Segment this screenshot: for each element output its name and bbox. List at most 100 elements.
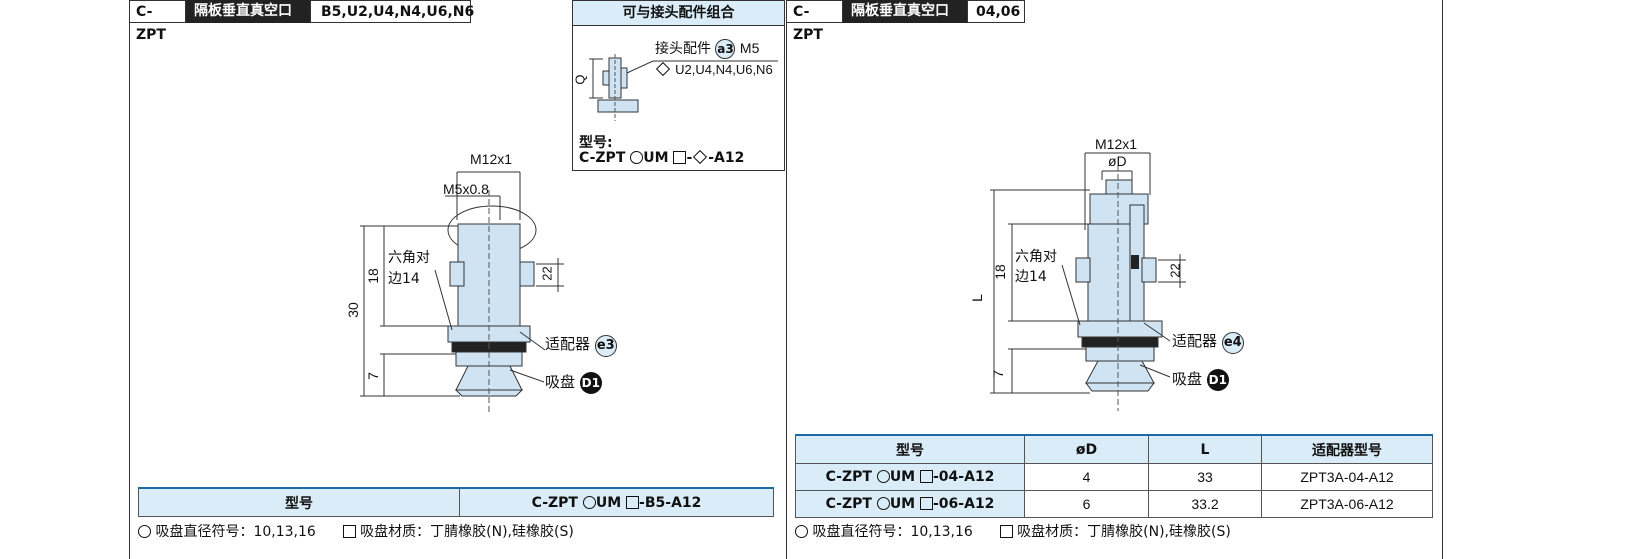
right-header-title: 隔板垂直真空口 (843, 0, 967, 23)
right-pad-callout: 吸盘 D1 (1172, 368, 1229, 391)
left-adapter-label: 适配器 (545, 335, 591, 353)
combo-model-code: C-ZPT UM --A12 (579, 149, 745, 166)
right-dim-dia: øD (1108, 153, 1127, 169)
combo-box-title: 可与接头配件组合 (573, 1, 784, 26)
square-symbol (342, 525, 356, 538)
right-table-header-d: øD (1024, 434, 1149, 464)
right-table-model-cell: C-ZPT UM -06-A12 (795, 490, 1025, 518)
right-technical-drawing (990, 152, 1186, 411)
right-table-model-um: UM (889, 469, 916, 485)
right-header-variants: 04,06 (967, 0, 1025, 23)
left-adapter-callout: 适配器 e3 (545, 333, 617, 357)
left-header-model: C-ZPT (129, 0, 186, 43)
combo-fitting-variants: U2,U4,N4,U6,N6 (675, 62, 773, 77)
square-symbol (673, 151, 687, 164)
right-table-l-cell: 33 (1148, 463, 1262, 491)
left-dim-18: 18 (364, 268, 381, 284)
square-symbol (920, 470, 933, 483)
right-note-diameter: 吸盘直径符号：10,13,16 (812, 524, 973, 540)
diamond-symbol (655, 61, 671, 77)
center-divider (786, 0, 787, 559)
left-pad-code: D1 (579, 372, 602, 394)
left-model-table: 型号 C-ZPT UM -B5-A12 (138, 487, 774, 517)
left-notes: 吸盘直径符号：10,13,16 吸盘材质：丁腈橡胶(N),硅橡胶(S) (138, 521, 574, 541)
circle-symbol (795, 525, 808, 538)
combo-model-label: 型号: (579, 135, 613, 151)
right-dim-7: 7 (989, 370, 1006, 378)
right-table-model-suffix: -06-A12 (933, 496, 995, 512)
combo-fitting-drawing (589, 54, 778, 121)
circle-symbol (582, 495, 596, 509)
combo-model-suffix: -A12 (708, 150, 745, 166)
right-table-model-um: UM (889, 496, 916, 512)
left-table-model-code: C-ZPT UM -B5-A12 (459, 487, 774, 517)
right-hex-label-1: 六角对 (1015, 249, 1057, 265)
table-row: C-ZPT UM -06-A12 6 33.2 ZPT3A-06-A12 (795, 490, 1433, 518)
right-table-adapter-cell: ZPT3A-06-A12 (1261, 490, 1433, 518)
right-table-model-prefix: C-ZPT (825, 469, 872, 485)
right-table-model-prefix: C-ZPT (825, 496, 872, 512)
right-dim-l: L (968, 294, 985, 302)
left-dim-7: 7 (364, 372, 381, 380)
right-adapter-callout: 适配器 e4 (1172, 330, 1244, 354)
right-table-l-cell: 33.2 (1148, 490, 1262, 518)
combo-fitting-value: M5 (739, 40, 760, 56)
right-table-adapter-cell: ZPT3A-04-A12 (1261, 463, 1433, 491)
combo-fitting-label: 接头配件 (655, 41, 711, 57)
left-pad-label: 吸盘 (545, 373, 576, 391)
combo-variants-line: U2,U4,N4,U6,N6 (655, 61, 773, 78)
left-table-header-model: 型号 (138, 487, 460, 517)
right-dim-18: 18 (991, 264, 1008, 280)
right-table-d-cell: 4 (1024, 463, 1149, 491)
combo-fitting-line: 接头配件 a3 M5 (655, 38, 759, 59)
combo-model-um: UM (643, 150, 669, 166)
left-adapter-code: e3 (594, 335, 617, 357)
right-adapter-code: e4 (1221, 332, 1244, 354)
right-pad-code: D1 (1206, 369, 1229, 391)
left-note-diameter: 吸盘直径符号：10,13,16 (155, 524, 316, 540)
right-dim-m12x1: M12x1 (1095, 136, 1138, 152)
right-table-header-adapter: 适配器型号 (1261, 434, 1433, 464)
square-symbol (999, 525, 1013, 538)
right-table-model-cell: C-ZPT UM -04-A12 (795, 463, 1025, 491)
left-table-model-um: UM (595, 494, 622, 511)
circle-symbol (876, 497, 890, 510)
combo-model-prefix: C-ZPT (579, 150, 626, 166)
combo-fitting-code: a3 (715, 39, 736, 59)
circle-symbol (630, 151, 644, 164)
left-table-model-prefix: C-ZPT (531, 494, 578, 511)
combo-box: 可与接头配件组合 Q 接头配件 a3 M5 U2,U4,N4,U6,N6 型号:… (572, 0, 785, 171)
left-dim-m12x1: M12x1 (470, 151, 513, 167)
right-note-material: 吸盘材质：丁腈橡胶(N),硅橡胶(S) (1017, 524, 1231, 540)
left-technical-drawing (360, 171, 564, 412)
circle-symbol (876, 470, 890, 483)
table-row: C-ZPT UM -04-A12 4 33 ZPT3A-04-A12 (795, 463, 1433, 491)
right-frame-line (1442, 0, 1443, 559)
square-symbol (626, 495, 640, 509)
right-model-table: 型号 øD L 适配器型号 C-ZPT UM -04-A12 4 33 ZPT3… (795, 434, 1433, 518)
right-header-model: C-ZPT (786, 0, 843, 43)
left-dim-m5x0-8: M5x0.8 (443, 181, 489, 197)
diamond-symbol (693, 149, 708, 165)
square-symbol (920, 497, 933, 510)
left-pad-callout: 吸盘 D1 (545, 371, 602, 394)
left-table-model-suffix: -B5-A12 (639, 494, 702, 511)
right-dim-22: 22 (1167, 263, 1183, 278)
right-adapter-label: 适配器 (1172, 332, 1218, 350)
left-dim-30: 30 (344, 302, 361, 318)
right-table-model-suffix: -04-A12 (933, 469, 995, 485)
right-pad-label: 吸盘 (1172, 370, 1203, 388)
combo-dim-q: Q (572, 74, 588, 85)
right-table-header-l: L (1148, 434, 1262, 464)
right-table-header-model: 型号 (795, 434, 1025, 464)
right-table-d-cell: 6 (1024, 490, 1149, 518)
left-hex-label-1: 六角对 (388, 250, 430, 266)
left-note-material: 吸盘材质：丁腈橡胶(N),硅橡胶(S) (360, 524, 574, 540)
left-header-title: 隔板垂直真空口 (186, 0, 310, 23)
right-notes: 吸盘直径符号：10,13,16 吸盘材质：丁腈橡胶(N),硅橡胶(S) (795, 521, 1231, 541)
left-dim-22: 22 (539, 266, 555, 281)
circle-symbol (138, 525, 151, 538)
left-header-variants: B5,U2,U4,N4,U6,N6 (310, 0, 474, 23)
left-frame-line (129, 0, 130, 559)
left-hex-label-2: 边14 (388, 271, 420, 287)
